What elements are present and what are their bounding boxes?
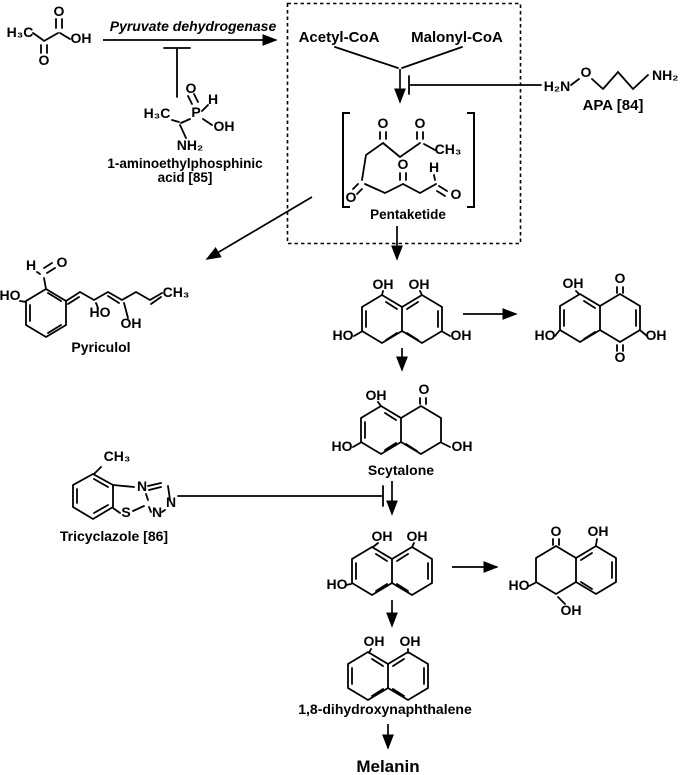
aep-name-line2: acid [85]	[158, 170, 213, 185]
atom-label: N	[137, 478, 147, 494]
atom-label: OH	[373, 276, 394, 292]
atom-label: CH₃	[435, 141, 462, 157]
tetrahydroxynaphthalene-structure: OH OH HO OH	[333, 276, 472, 345]
aep-structure: O P H OH H₃C NH₂	[144, 80, 235, 153]
apa-label: APA [84]	[583, 97, 644, 114]
atom-label: OH	[71, 30, 92, 46]
atom-label: O	[615, 270, 626, 286]
dhn-structure: OH OH	[347, 633, 429, 702]
atom-label: O	[186, 80, 197, 96]
scytalone-label: Scytalone	[368, 462, 434, 478]
scytalone-structure: OH O HO OH	[332, 381, 473, 456]
tricyclazole-inhibition-tbar	[177, 485, 384, 507]
atom-label: O	[54, 3, 65, 19]
bonds	[352, 131, 448, 197]
atom-label: O	[551, 523, 562, 539]
atom-label: HO	[535, 327, 556, 343]
atom-label: O	[415, 115, 426, 131]
atom-label: O	[398, 156, 409, 172]
bonds	[19, 262, 163, 339]
atom-label: H	[26, 257, 36, 273]
bonds	[353, 290, 451, 345]
atom-label: O	[39, 52, 50, 68]
atom-label: N	[152, 504, 162, 520]
apa-structure: H₂N O NH₂	[544, 64, 679, 94]
atom-label: O	[451, 186, 462, 202]
atom-label: O	[419, 381, 430, 397]
atom-label: CH₃	[163, 284, 190, 300]
acetyl-coa-label: Acetyl-CoA	[299, 29, 380, 46]
malonyl-coa-label: Malonyl-CoA	[411, 29, 503, 46]
atom-label: OH	[561, 602, 582, 618]
trihydroxynaphthalene-structure: OH OH HO	[327, 528, 433, 597]
atom-label: CH₃	[104, 448, 131, 464]
atom-label: OH	[364, 633, 385, 649]
pentaketide-structure: O O CH₃ O O H O	[346, 115, 462, 205]
atom-label: OH	[563, 275, 584, 291]
atom-label: OH	[588, 523, 609, 539]
tetralone-structure: O OH HO OH	[509, 523, 617, 618]
atom-label: OH	[366, 387, 387, 403]
bonds	[554, 286, 648, 352]
bonds	[528, 538, 617, 605]
atom-label: HO	[333, 327, 354, 343]
atom-label: P	[191, 104, 200, 120]
atom-label: HO	[332, 438, 353, 454]
atom-label: OH	[214, 118, 235, 134]
atom-label: OH	[409, 276, 430, 292]
atom-label: NH₂	[652, 67, 678, 83]
condensation-lines	[334, 46, 463, 69]
pyriculol-structure: HO H O HO OH CH₃	[0, 254, 190, 339]
bonds	[345, 542, 433, 597]
atom-label: H₂N	[544, 78, 570, 94]
atom-label: NH₂	[177, 137, 203, 153]
atom-label: O	[346, 189, 357, 205]
atom-label: HO	[0, 287, 21, 303]
atom-label: OH	[372, 528, 393, 544]
atom-label: OH	[451, 327, 472, 343]
aep-name-line1: 1-aminoethylphosphinic	[107, 156, 263, 171]
pyruvic-acid-structure: H₃C O O OH	[7, 3, 92, 68]
atom-label: O	[615, 349, 626, 365]
atom-label: OH	[400, 633, 421, 649]
bonds	[32, 18, 71, 54]
apa-inhibition-tbar	[408, 75, 542, 95]
tricyclazole-structure: CH₃ N N N S	[72, 448, 176, 521]
bonds	[347, 648, 429, 702]
bonds	[570, 70, 649, 91]
atom-label: S	[121, 504, 130, 520]
atom-label: HO	[509, 577, 530, 593]
aep-inhibition-tbar	[163, 47, 191, 98]
bracket-left	[342, 112, 350, 208]
dhn-label: 1,8-dihydroxynaphthalene	[298, 701, 472, 717]
bonds	[352, 397, 451, 456]
enzyme-label: Pyruvate dehydrogenase	[110, 18, 277, 34]
atom-label: O	[57, 254, 68, 270]
atom-label: O	[581, 64, 592, 80]
atom-label: OH	[121, 315, 142, 331]
atom-label: OH	[407, 528, 428, 544]
pentaketide-label: Pentaketide	[370, 207, 446, 222]
atom-label: OH	[646, 327, 667, 343]
atom-label: N	[166, 494, 176, 510]
bracket-right	[467, 112, 475, 208]
pyriculol-arrow	[205, 196, 313, 260]
atom-label: OH	[452, 438, 473, 454]
atom-label: HO	[327, 576, 348, 592]
tricyclazole-label: Tricyclazole [86]	[60, 528, 168, 544]
bonds	[171, 93, 213, 139]
atom-label: H₃C	[7, 24, 34, 40]
atom-label: HO	[90, 304, 111, 320]
polyketide-dashed-box	[286, 2, 522, 245]
atom-label: H₃C	[144, 105, 171, 121]
melanin-label: Melanin	[356, 757, 419, 775]
naphthoquinone-structure: OH O HO OH O	[535, 270, 667, 365]
atom-label: H	[429, 159, 439, 175]
atom-label: O	[378, 115, 389, 131]
atom-label: H	[208, 91, 218, 107]
bonds	[72, 466, 171, 521]
pyriculol-label: Pyriculol	[71, 339, 130, 355]
